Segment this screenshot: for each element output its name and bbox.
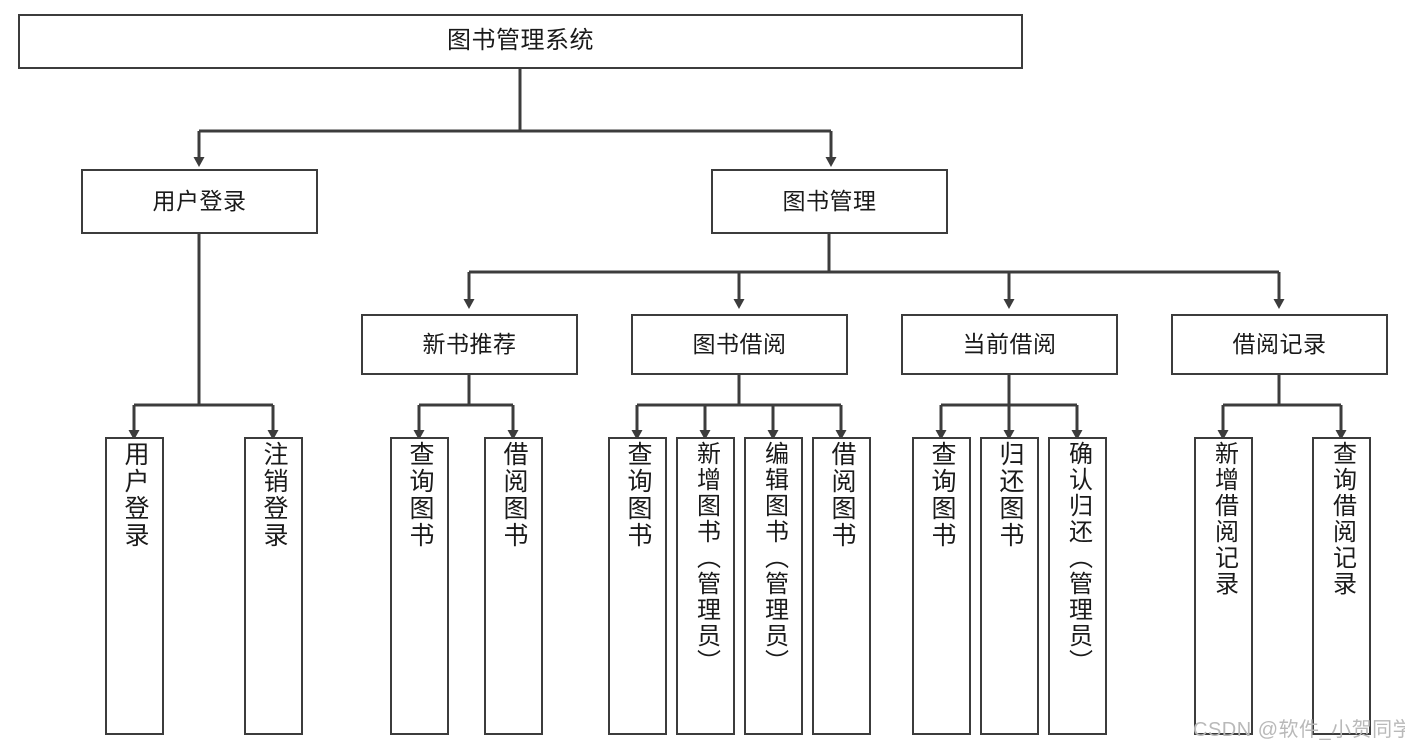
node-book-management[interactable]: 图书管理 (711, 169, 948, 234)
leaf-user-logout[interactable]: 注销登录 (244, 437, 303, 735)
leaf-recommend-query-book[interactable]: 查询图书 (390, 437, 449, 735)
node-label: 图书借阅 (692, 330, 787, 357)
node-label: 用户登录 (121, 441, 149, 549)
csdn-watermark: CSDN @软件_小贺同学 (1193, 719, 1405, 741)
node-label: 图书管理 (782, 187, 877, 214)
node-label: 新增图书（管理员） (692, 441, 720, 675)
node-label: 用户登录 (152, 187, 247, 214)
node-label: 查询图书 (406, 441, 434, 549)
node-label: 编辑图书（管理员） (760, 441, 788, 675)
node-label: 注销登录 (260, 441, 288, 549)
leaf-borrow-borrow-book[interactable]: 借阅图书 (812, 437, 871, 735)
leaf-borrow-query-book[interactable]: 查询图书 (608, 437, 667, 735)
leaf-user-login[interactable]: 用户登录 (105, 437, 164, 735)
node-label: 归还图书 (996, 441, 1024, 549)
leaf-record-query-borrow-record[interactable]: 查询借阅记录 (1312, 437, 1371, 735)
leaf-record-add-borrow-record[interactable]: 新增借阅记录 (1194, 437, 1253, 735)
leaf-current-return-book[interactable]: 归还图书 (980, 437, 1039, 735)
node-label: 新增借阅记录 (1210, 441, 1238, 597)
node-book-borrow[interactable]: 图书借阅 (631, 314, 848, 375)
node-borrow-record[interactable]: 借阅记录 (1171, 314, 1388, 375)
node-label: 新书推荐 (422, 330, 517, 357)
node-user-login[interactable]: 用户登录 (81, 169, 318, 234)
node-label: 借阅图书 (500, 441, 528, 549)
node-label: 查询图书 (624, 441, 652, 549)
leaf-recommend-borrow-book[interactable]: 借阅图书 (484, 437, 543, 735)
node-label: 查询借阅记录 (1328, 441, 1356, 597)
node-label: 当前借阅 (962, 330, 1057, 357)
node-label: 图书管理系统 (447, 27, 594, 55)
leaf-current-confirm-return-admin[interactable]: 确认归还（管理员） (1048, 437, 1107, 735)
node-label: 确认归还（管理员） (1064, 441, 1092, 675)
leaf-borrow-edit-book-admin[interactable]: 编辑图书（管理员） (744, 437, 803, 735)
leaf-current-query-book[interactable]: 查询图书 (912, 437, 971, 735)
node-current-borrow[interactable]: 当前借阅 (901, 314, 1118, 375)
node-new-book-recommend[interactable]: 新书推荐 (361, 314, 578, 375)
node-root-book-management-system[interactable]: 图书管理系统 (18, 14, 1023, 69)
node-label: 借阅记录 (1232, 330, 1327, 357)
node-label: 借阅图书 (828, 441, 856, 549)
leaf-borrow-add-book-admin[interactable]: 新增图书（管理员） (676, 437, 735, 735)
node-label: 查询图书 (928, 441, 956, 549)
